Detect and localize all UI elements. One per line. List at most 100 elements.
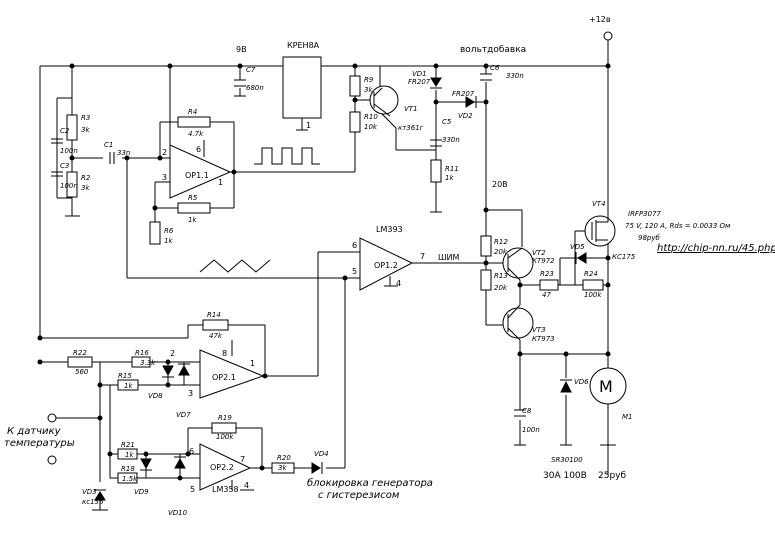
transistor-vt1	[369, 85, 399, 117]
svg-text:3k: 3k	[278, 464, 287, 472]
transistor-vt2	[502, 247, 534, 281]
svg-text:8: 8	[222, 349, 227, 358]
square-wave-icon	[254, 147, 320, 165]
svg-text:680n: 680n	[246, 84, 264, 92]
svg-text:6: 6	[196, 145, 201, 154]
svg-text:SR30100: SR30100	[551, 456, 583, 464]
svg-text:КТ972: КТ972	[532, 257, 555, 265]
diode-vd1	[430, 77, 442, 89]
resistor-R16	[131, 356, 151, 368]
capacitors	[51, 73, 526, 417]
svg-text:+12в: +12в	[589, 15, 611, 24]
svg-text:100k: 100k	[216, 433, 234, 441]
svg-text:2: 2	[162, 148, 167, 157]
resistor-R22	[67, 356, 93, 368]
svg-text:кс156: кс156	[82, 498, 104, 506]
svg-text:R19: R19	[218, 414, 232, 422]
svg-text:OP1.1: OP1.1	[185, 171, 209, 180]
svg-text:C7: C7	[246, 66, 256, 74]
source-link[interactable]: http://chip-nn.ru/45.php	[657, 243, 775, 254]
svg-text:25руб: 25руб	[598, 471, 626, 481]
svg-text:VD4: VD4	[314, 450, 329, 458]
svg-text:100n: 100n	[60, 182, 78, 190]
svg-text:75 V, 120 A, Rds = 0.0033 Ом: 75 V, 120 A, Rds = 0.0033 Ом	[625, 222, 731, 230]
svg-text:2: 2	[170, 349, 175, 358]
capacitor-C3	[51, 171, 63, 177]
resistor-R10	[349, 111, 361, 133]
svg-text:R11: R11	[445, 165, 459, 173]
capacitor-C2	[51, 138, 63, 144]
svg-text:100n: 100n	[60, 147, 78, 155]
svg-text:C3: C3	[60, 162, 69, 170]
svg-text:C8: C8	[522, 407, 532, 415]
svg-text:R9: R9	[364, 76, 374, 84]
resistor-R23	[539, 279, 559, 291]
svg-text:3k: 3k	[364, 86, 373, 94]
svg-text:C5: C5	[442, 118, 452, 126]
diode-vd8a	[162, 365, 174, 378]
svg-text:R3: R3	[81, 114, 90, 122]
sensor-terminal-2	[47, 455, 57, 465]
resistor-R24	[582, 279, 604, 291]
svg-text:M: M	[599, 377, 613, 396]
svg-text:1: 1	[250, 359, 255, 368]
junctions	[37, 63, 611, 481]
svg-text:FR207: FR207	[452, 90, 475, 98]
resistor-R5	[177, 202, 211, 214]
resistor-R11	[430, 159, 442, 183]
diode-vd6	[560, 379, 572, 393]
svg-text:R6: R6	[164, 227, 174, 235]
diode-vd4	[311, 462, 323, 474]
resistor-R21	[117, 448, 138, 460]
svg-text:1: 1	[218, 178, 223, 187]
svg-text:1k: 1k	[125, 451, 134, 459]
svg-text:VD1: VD1	[412, 70, 427, 78]
capacitor-C8	[514, 409, 526, 417]
svg-text:1: 1	[306, 121, 311, 130]
svg-text:C6: C6	[490, 64, 500, 72]
svg-text:R14: R14	[207, 311, 221, 319]
svg-text:R15: R15	[118, 372, 132, 380]
resistor-R12	[480, 235, 492, 257]
svg-text:R20: R20	[277, 454, 291, 462]
svg-text:VD9: VD9	[134, 488, 149, 496]
svg-text:VT3: VT3	[532, 326, 546, 334]
triangle-wave-icon	[199, 259, 271, 273]
svg-text:кт361г: кт361г	[398, 124, 424, 132]
svg-text:ШИМ: ШИМ	[438, 253, 460, 262]
opamp-op1-1	[169, 144, 232, 199]
svg-text:IRFP3077: IRFP3077	[628, 210, 662, 218]
diode-vd3-zener	[94, 489, 106, 501]
capacitor-C6	[480, 73, 492, 81]
diode-vd8b	[178, 363, 190, 376]
svg-text:VD10: VD10	[168, 509, 188, 517]
capacitor-C7	[234, 79, 246, 87]
regulator-kren8a	[282, 56, 322, 119]
svg-text:C2: C2	[60, 127, 70, 135]
svg-text:температуры: температуры	[4, 438, 75, 449]
svg-text:M1: M1	[622, 413, 633, 421]
diode-vd2	[465, 96, 477, 108]
resistor-R14	[202, 319, 229, 331]
svg-text:R5: R5	[188, 194, 198, 202]
resistor-R4	[177, 116, 211, 128]
svg-text:R10: R10	[364, 113, 378, 121]
svg-text:LM358: LM358	[212, 485, 239, 494]
diodes	[94, 77, 587, 501]
capacitor-C5	[430, 139, 442, 147]
svg-text:VD2: VD2	[458, 112, 473, 120]
diode-vd9b	[174, 456, 186, 469]
resistor-R2	[66, 171, 78, 198]
svg-text:3.3k: 3.3k	[140, 359, 156, 367]
svg-text:VT1: VT1	[404, 105, 418, 113]
svg-text:3: 3	[162, 173, 167, 182]
svg-text:VD3: VD3	[82, 488, 97, 496]
svg-text:3k: 3k	[81, 184, 90, 192]
svg-text:R12: R12	[494, 238, 508, 246]
svg-text:блокировка генератора: блокировка генератора	[307, 477, 433, 489]
svg-text:К датчику: К датчику	[7, 426, 62, 437]
opamp-op2-1	[199, 349, 265, 399]
svg-text:с гистерезисом: с гистерезисом	[318, 490, 400, 501]
